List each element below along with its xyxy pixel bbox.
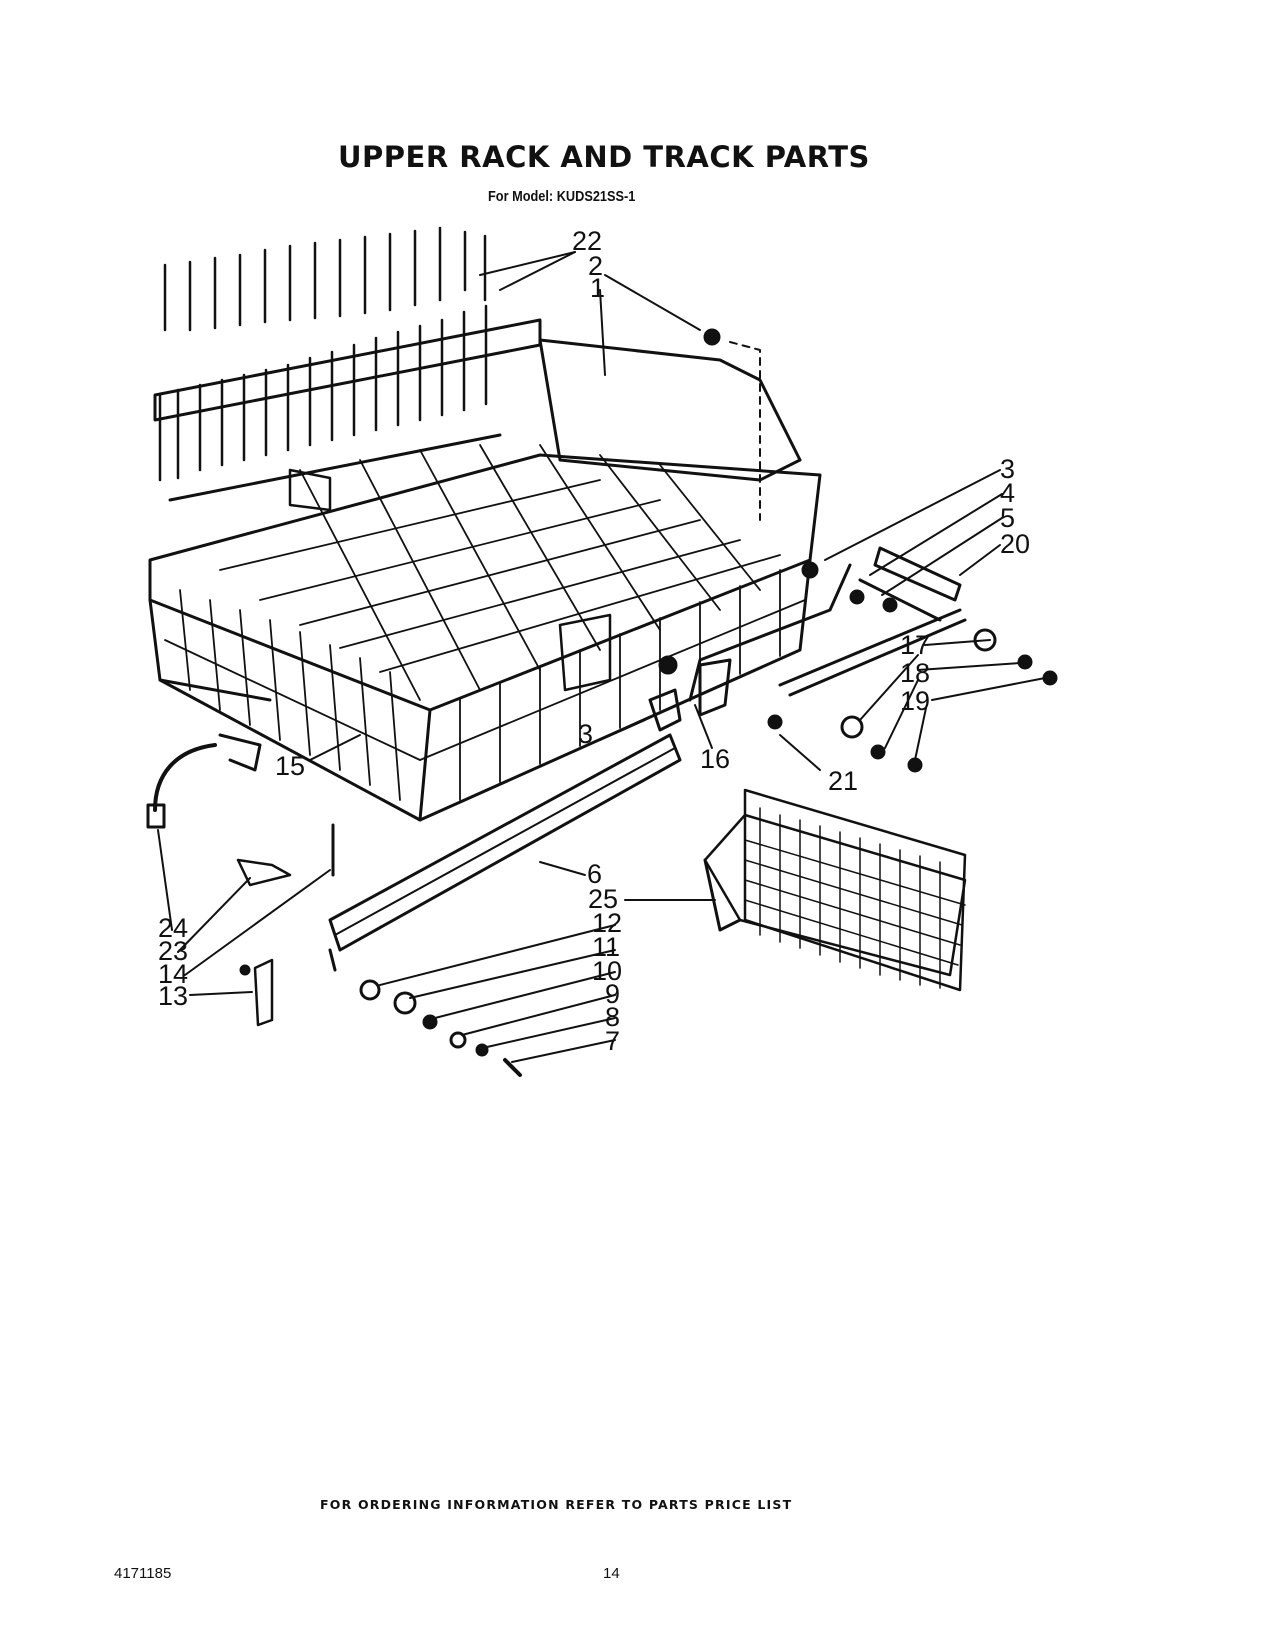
document-number: 4171185 — [114, 1565, 172, 1582]
callout-17: 17 — [900, 630, 930, 660]
callout-23: 23 — [158, 936, 188, 966]
silverware-basket — [703, 788, 967, 992]
wheel-assembly — [359, 979, 522, 1077]
callout-15: 15 — [275, 751, 305, 781]
callout-16: 16 — [700, 744, 730, 774]
callout-7: 7 — [605, 1026, 620, 1056]
callout-8: 8 — [605, 1002, 620, 1032]
callout-25: 25 — [588, 884, 618, 914]
callout-1: 1 — [590, 273, 605, 303]
rack-adjuster-assembly — [648, 546, 1058, 773]
upper-rack-basket — [148, 338, 822, 822]
track-rail — [328, 733, 682, 972]
callout-18: 18 — [900, 658, 930, 688]
model-subtitle: For Model: KUDS21SS-1 — [488, 188, 636, 205]
callout-21: 21 — [828, 766, 858, 796]
callout-6: 6 — [587, 859, 602, 889]
callout-14: 14 — [158, 959, 188, 989]
callout-3-upper: 3 — [1000, 454, 1015, 484]
page-number: 14 — [603, 1565, 620, 1582]
callout-12: 12 — [592, 908, 622, 938]
leader-lines — [157, 251, 1046, 1063]
callout-2: 2 — [588, 251, 603, 281]
callout-5: 5 — [1000, 503, 1015, 533]
callout-10: 10 — [592, 956, 622, 986]
page-title: UPPER RACK AND TRACK PARTS — [338, 140, 870, 174]
callout-11: 11 — [592, 932, 620, 962]
callout-20: 20 — [1000, 529, 1030, 559]
callout-24: 24 — [158, 913, 188, 943]
callout-3-lower: 3 — [578, 719, 593, 749]
callout-9: 9 — [605, 979, 620, 1009]
tine-rows — [153, 226, 542, 502]
clip-part-2 — [703, 328, 721, 346]
callout-4: 4 — [1000, 478, 1015, 508]
callout-19: 19 — [900, 686, 930, 716]
callout-13: 13 — [158, 981, 188, 1011]
left-small-parts — [146, 733, 335, 1027]
callout-22: 22 — [572, 226, 602, 256]
ordering-note: FOR ORDERING INFORMATION REFER TO PARTS … — [320, 1497, 793, 1512]
